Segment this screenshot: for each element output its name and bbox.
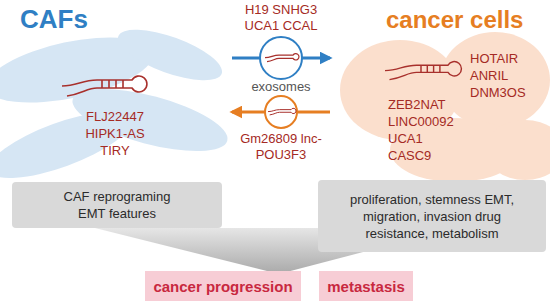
exosome — [265, 96, 297, 128]
lncrna-cargo-label: H19 SNHG3 UCA1 CCAL — [238, 2, 324, 34]
outcome-box: metastasis — [319, 271, 413, 301]
lncrna-hairpin — [265, 54, 299, 62]
lncrna-hairpin — [385, 62, 461, 80]
box-text: CAF reprograming EMT features — [55, 188, 179, 222]
lncrna-list: ZEB2NAT LINC00092 UCA1 CASC9 — [388, 96, 462, 164]
lncrna-hairpin — [268, 108, 296, 115]
lncrna-hairpin — [62, 76, 147, 96]
exosome — [260, 37, 302, 79]
cancer-cell-group — [340, 32, 550, 182]
box-text: proliferation, stemness EMT, migration, … — [350, 191, 514, 242]
cancer-cell — [485, 120, 550, 180]
box-text: metastasis — [327, 278, 405, 295]
vesicle-label: exosomes — [251, 79, 310, 94]
region-title: cancer cells — [386, 6, 523, 34]
lncrna-list: HOTAIR ANRIL DNM3OS — [470, 50, 534, 101]
box-text: cancer progression — [153, 278, 292, 295]
lncrna-cargo-label: Gm26809 lnc-POU3F3 — [240, 131, 322, 163]
fibroblast-cells — [0, 19, 233, 191]
lncrna-list: FLJ22447 HIPK1-AS TIRY — [80, 108, 150, 159]
region-title: CAFs — [20, 4, 88, 35]
effect-box: CAF reprograming EMT features — [12, 182, 222, 228]
cancer-cell — [440, 32, 550, 128]
effect-box: proliferation, stemness EMT, migration, … — [318, 180, 546, 252]
outcome-box: cancer progression — [145, 271, 301, 301]
caf-region: CAFsFLJ22447 HIPK1-AS TIRY — [0, 0, 232, 178]
cancer-region: cancer cellsZEB2NAT LINC00092 UCA1 CASC9… — [330, 0, 550, 178]
